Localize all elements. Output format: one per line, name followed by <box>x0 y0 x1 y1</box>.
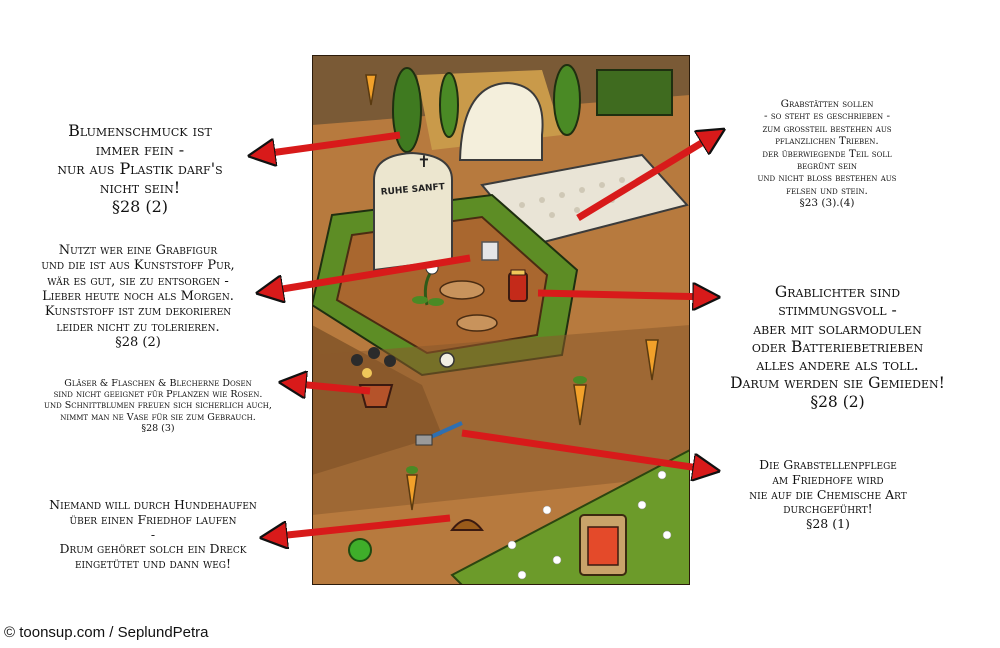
cypress-tree <box>553 64 581 136</box>
caption-line: über einen Friedhof laufen <box>69 511 237 527</box>
green-ball-creature <box>348 538 372 562</box>
arrow-to-caption-grave-lights <box>537 293 712 297</box>
carrot-character <box>645 339 659 381</box>
plastic-angel-figure <box>481 241 499 261</box>
cemetery-illustration: ✝ RUHE SANFT <box>312 55 690 585</box>
rake-tool <box>415 421 463 446</box>
hedge-top-right <box>596 69 673 116</box>
caption-line: immer fein - <box>95 139 185 159</box>
caption-line: und Schnittblumen freuen sich sicherlich… <box>44 400 272 412</box>
lower-soil <box>312 325 690 515</box>
stepping-stone <box>439 280 485 300</box>
caption-line: nimmt man ne Vase für sie zum Gebrauch. <box>60 411 256 423</box>
carrot-character <box>365 74 377 106</box>
caption-line: Kunststoff ist zum dekorieren <box>44 304 232 320</box>
caption-line: alles andere als toll. <box>756 356 919 375</box>
caption-line: Drum gehöret solch ein Dreck <box>59 541 247 557</box>
caption-line: nur aus Plastik darf's <box>57 158 223 178</box>
caption-line: leider nicht zu tolerieren. <box>56 319 220 335</box>
caption-glasses-bottles: Gläser & Flaschen & Blecherne Dosen sind… <box>8 378 308 434</box>
caption-grave-figure: Nutzt wer eine Grabfigur und die ist aus… <box>8 243 268 350</box>
white-headstone <box>458 81 544 161</box>
dog-poop <box>449 519 485 531</box>
grave-light-cap <box>510 269 526 276</box>
caption-line: wär es gut, sie zu entsorgen - <box>47 273 229 289</box>
caption-line: aber mit solarmodulen <box>753 319 922 338</box>
carrot-character <box>573 376 587 426</box>
caption-line: §28 (3) <box>141 422 175 434</box>
skull <box>439 352 455 368</box>
caption-plastic-flowers: Blumenschmuck ist immer fein - nur aus P… <box>30 121 250 216</box>
caption-line: stimmungsvoll - <box>778 301 897 320</box>
caption-line: zum grossteil bestehen aus <box>762 122 892 135</box>
caption-line: §23 (3).(4) <box>799 197 855 209</box>
caption-line: Darum werden sie Gemieden! <box>730 374 945 393</box>
caption-line: Nutzt wer eine Grabfigur <box>58 243 218 258</box>
caption-line: §28 (1) <box>806 516 850 531</box>
caption-line: Gläser & Flaschen & Blecherne Dosen <box>64 378 252 389</box>
caption-line: und nicht bloss bestehen aus <box>757 172 897 185</box>
caption-line: nie auf die Chemische Art <box>749 486 907 502</box>
caption-line: sind nicht geeignet für Pflanzen wie Ros… <box>53 389 263 401</box>
caption-line: - <box>150 526 156 542</box>
arrow-to-caption-plastic-flowers <box>256 131 401 155</box>
caption-grave-plants: Grabstätten sollen - so steht es geschri… <box>718 98 936 209</box>
caption-line: felsen und stein. <box>786 184 868 197</box>
caption-line: begrünt sein <box>797 159 857 172</box>
arrow-to-caption-dog-poop <box>268 514 451 537</box>
cypress-tree <box>392 67 422 153</box>
caption-line: durchgeführt! <box>783 501 873 517</box>
arrow-to-caption-glasses-bottles <box>287 383 371 391</box>
caption-grave-lights: Grablichter sind stimmungsvoll - aber mi… <box>690 283 985 411</box>
arrow-to-caption-grave-figure <box>264 254 471 292</box>
arrow-to-caption-grave-plants <box>576 133 718 221</box>
caption-line: Lieber heute noch als Morgen. <box>42 288 234 304</box>
caption-line: Die Grabstellenpflege <box>759 457 897 472</box>
arrow-to-caption-chemical-care <box>461 429 712 470</box>
caption-line: eingetütet und dann weg! <box>74 556 232 571</box>
credit-line: © toonsup.com / SeplundPetra <box>4 624 209 641</box>
carrot-character <box>406 466 418 511</box>
grass-area <box>450 448 690 585</box>
caption-dog-poop: Niemand will durch Hundehaufen über eine… <box>8 497 298 572</box>
caption-line: pflanzlichen Trieben. <box>775 135 879 148</box>
caption-line: §28 (2) <box>810 392 865 411</box>
caption-line: Blumenschmuck ist <box>68 121 212 140</box>
caption-line: nicht sein! <box>99 177 181 197</box>
caption-line: Niemand will durch Hundehaufen <box>49 497 257 512</box>
caption-line: §28 (2) <box>111 196 169 216</box>
caption-line: §28 (2) <box>115 334 161 350</box>
caption-line: oder Batteriebetrieben <box>751 337 924 356</box>
caption-line: Grabstätten sollen <box>780 98 874 110</box>
caption-line: Grablichter sind <box>774 283 901 301</box>
stepping-stone <box>456 314 498 332</box>
caption-line: - so steht es geschrieben - <box>763 110 891 123</box>
caption-chemical-care: Die Grabstellenpflege am Friedhofe wird … <box>718 457 938 532</box>
cross-icon: ✝ <box>417 152 430 171</box>
tombstone <box>373 151 453 272</box>
caption-line: und die ist aus Kunststoff Pur, <box>41 258 235 274</box>
solar-grave-light <box>579 514 627 576</box>
caption-line: am Friedhofe wird <box>772 471 884 487</box>
cypress-tree <box>439 72 459 138</box>
caption-line: der überwiegende Teil soll <box>762 147 892 160</box>
